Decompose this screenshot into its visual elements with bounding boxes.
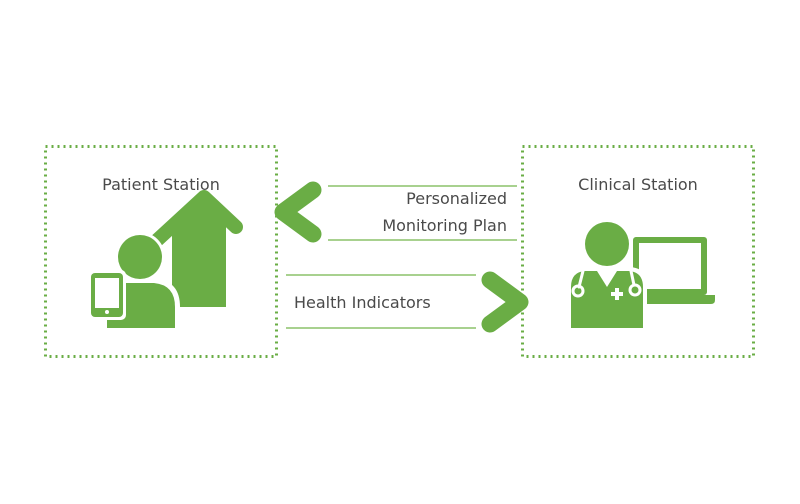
chevron-right-icon xyxy=(481,271,529,333)
patient-icon-group xyxy=(88,190,243,330)
chevron-left-icon xyxy=(274,181,322,243)
patient-station-border xyxy=(44,145,278,358)
clinical-station-title: Clinical Station xyxy=(578,175,698,194)
clinical-station-border xyxy=(521,145,755,358)
monitoring-plan-label: Personalized Monitoring Plan xyxy=(307,185,507,239)
stethoscope-icon xyxy=(571,269,642,298)
monitoring-plan-line2: Monitoring Plan xyxy=(382,216,507,235)
clinical-icon-group xyxy=(567,222,715,330)
monitoring-plan-line1: Personalized xyxy=(406,189,507,208)
tablet-icon xyxy=(88,270,126,320)
health-indicators-label: Health Indicators xyxy=(294,293,431,312)
clinical-station-box: Clinical Station xyxy=(521,145,755,358)
patient-station-box: Patient Station xyxy=(44,145,278,358)
doctor-icon xyxy=(567,222,647,330)
patient-station-title: Patient Station xyxy=(102,175,220,194)
house-icon xyxy=(147,190,243,307)
monitor-icon xyxy=(625,237,715,304)
